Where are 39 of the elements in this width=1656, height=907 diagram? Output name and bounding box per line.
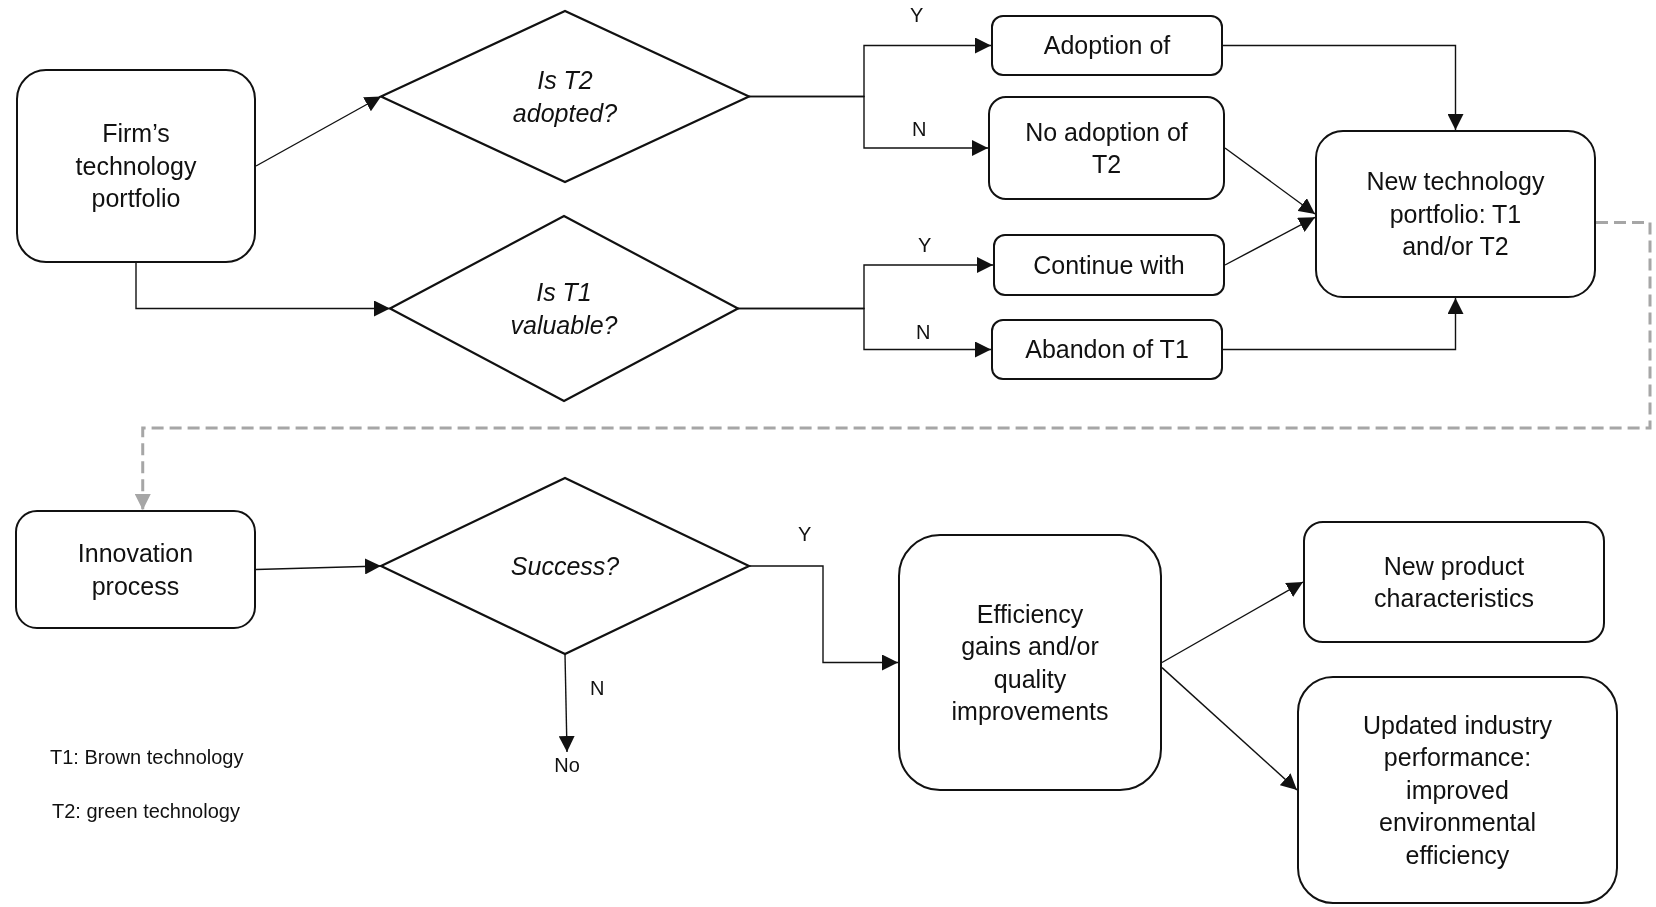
process-box xyxy=(1303,521,1605,643)
decision-question: Is T1 valuable? xyxy=(509,277,619,341)
process-box xyxy=(898,534,1162,791)
legend-note: T2: green technology xyxy=(52,800,240,823)
dashed-arrow xyxy=(134,220,1652,510)
box-label: Firm’s technology portfolio xyxy=(74,118,198,215)
process-box xyxy=(991,319,1223,380)
process-box xyxy=(993,234,1225,296)
arrow xyxy=(1224,216,1316,266)
box-label: Continue with xyxy=(1033,249,1185,281)
box-label: New technology portfolio: T1 and/or T2 xyxy=(1365,166,1546,263)
arrow xyxy=(1161,581,1304,664)
decision-question: Success? xyxy=(510,550,620,582)
outcome-label: No xyxy=(550,752,584,778)
arrow xyxy=(1222,297,1464,351)
arrow xyxy=(748,565,899,671)
decision-question: Is T2 adopted? xyxy=(511,65,619,129)
box-label: Abandon of T1 xyxy=(1025,334,1189,366)
box-label: Adoption of xyxy=(1043,30,1171,62)
arrow xyxy=(558,653,575,753)
box-label: Updated industry performance: improved environmental efficiency xyxy=(1362,709,1553,871)
process-box xyxy=(991,15,1223,76)
process-box xyxy=(16,69,256,263)
box-label: Efficiency gains and/or quality improvements xyxy=(951,598,1109,727)
arrow xyxy=(255,95,382,167)
box-label: No adoption of T2 xyxy=(1024,116,1189,180)
arrow xyxy=(1222,44,1464,131)
box-label: Innovation process xyxy=(76,538,195,602)
box-label: New product characteristics xyxy=(1373,550,1535,614)
process-box xyxy=(1315,130,1596,298)
process-box xyxy=(988,96,1225,200)
process-box xyxy=(15,510,256,629)
process-box xyxy=(1297,676,1618,904)
arrow xyxy=(1224,147,1316,215)
arrow xyxy=(737,307,992,358)
arrow xyxy=(135,262,391,317)
arrow xyxy=(255,558,382,575)
arrow xyxy=(1161,666,1298,791)
legend-note: T1: Brown technology xyxy=(50,746,244,769)
